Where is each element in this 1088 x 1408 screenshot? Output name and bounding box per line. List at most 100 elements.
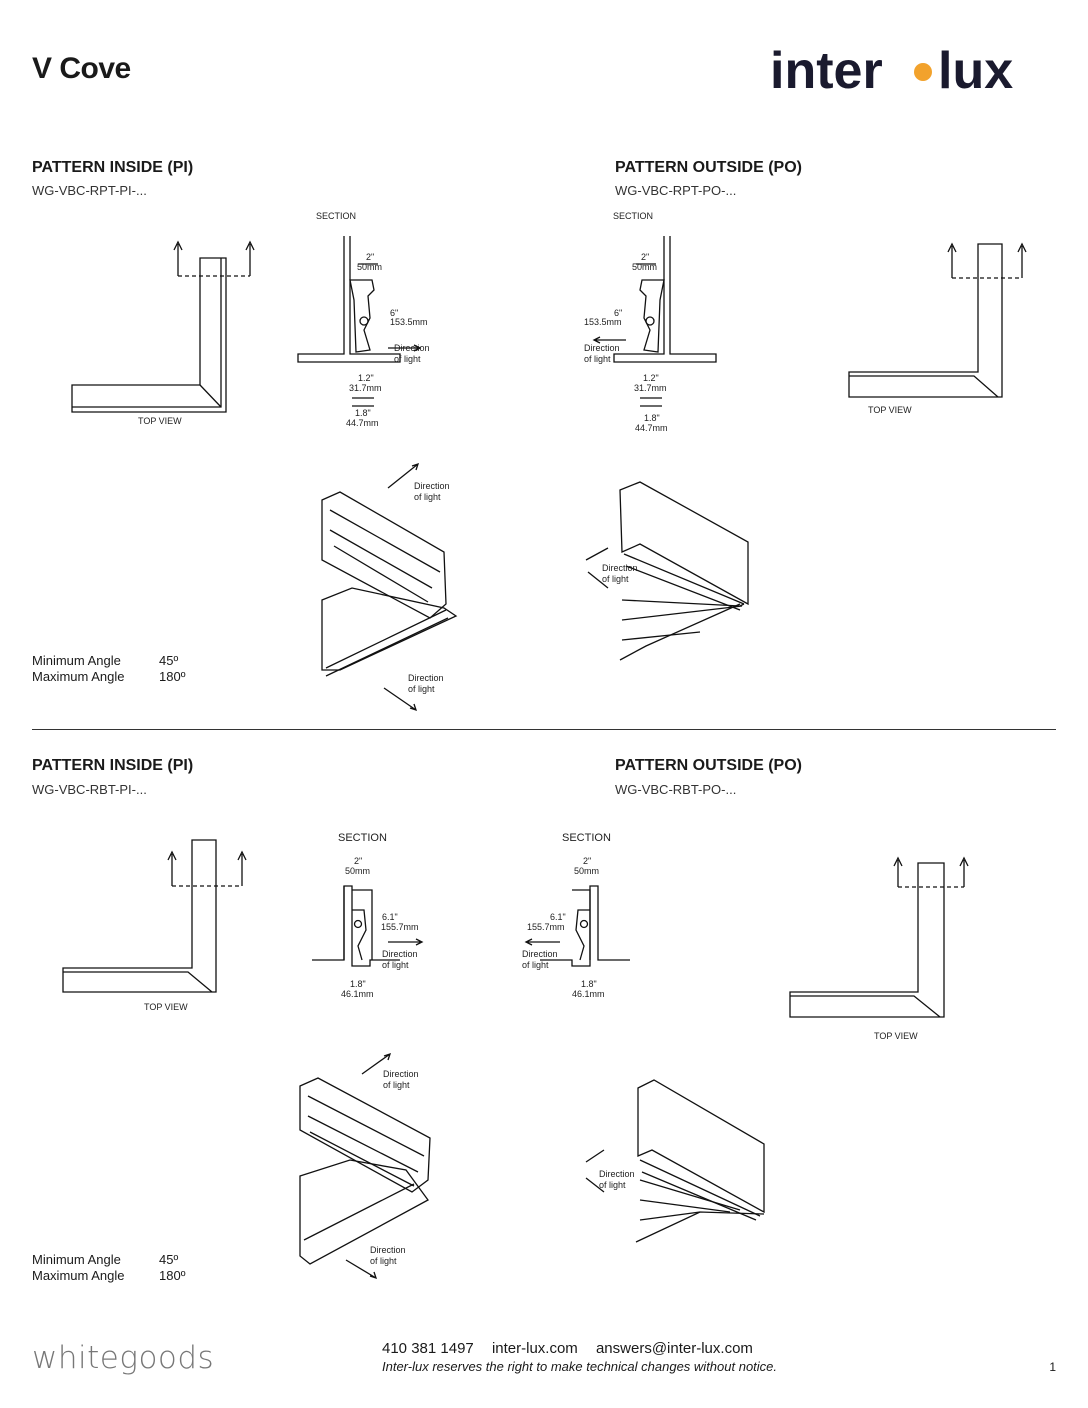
svg-text:of light: of light [408, 684, 435, 694]
section1-drawings: SECTION SECTION TOP VIEW TOP VIEW 2" 50m… [71, 211, 1027, 712]
svg-text:2": 2" [366, 252, 374, 262]
svg-text:1.8": 1.8" [355, 408, 371, 418]
section1-outside-code: WG-VBC-RPT-PO-... [615, 183, 737, 198]
top-view-po-2 [789, 856, 969, 1018]
svg-text:6.1": 6.1" [382, 912, 398, 922]
section1-inside-heading: PATTERN INSIDE (PI) [32, 159, 194, 176]
max-angle-label: Maximum Angle [32, 669, 125, 684]
svg-text:6.1": 6.1" [550, 912, 566, 922]
top-view-label: TOP VIEW [138, 416, 182, 426]
section2-outside-code: WG-VBC-RBT-PO-... [615, 782, 737, 797]
section-po-1 [592, 236, 717, 407]
svg-text:1.2": 1.2" [643, 373, 659, 383]
svg-text:of light: of light [584, 354, 611, 364]
svg-text:153.5mm: 153.5mm [390, 317, 428, 327]
section2-inside-code: WG-VBC-RBT-PI-... [32, 782, 147, 797]
svg-text:31.7mm: 31.7mm [634, 383, 667, 393]
svg-text:Direction: Direction [414, 481, 450, 491]
section-pi-1 [297, 236, 422, 407]
svg-text:TOP VIEW: TOP VIEW [874, 1031, 918, 1041]
svg-text:50mm: 50mm [574, 866, 599, 876]
svg-text:Direction: Direction [382, 949, 418, 959]
iso-po-1 [585, 481, 749, 661]
iso-po-2 [585, 1079, 765, 1243]
max-angle-label: Maximum Angle [32, 1268, 125, 1283]
footer-website[interactable]: inter-lux.com [491, 1340, 578, 1357]
min-angle-value: 45º [159, 653, 179, 668]
footer-email[interactable]: answers@inter-lux.com [595, 1340, 753, 1357]
svg-text:of light: of light [370, 1256, 397, 1266]
logo-text-left: inter [770, 42, 883, 100]
svg-text:of light: of light [383, 1080, 410, 1090]
iso-pi-2 [299, 1052, 431, 1280]
top-view-label: TOP VIEW [868, 405, 912, 415]
max-angle-value: 180º [159, 1268, 186, 1283]
svg-text:6": 6" [614, 308, 622, 318]
svg-text:2": 2" [354, 856, 362, 866]
svg-text:44.7mm: 44.7mm [635, 423, 668, 433]
svg-text:50mm: 50mm [345, 866, 370, 876]
iso-pi-1 [321, 462, 458, 712]
svg-text:1.8": 1.8" [644, 413, 660, 423]
min-angle-value: 45º [159, 1252, 179, 1267]
page-number: 1 [1049, 1360, 1056, 1374]
section1-inside-code: WG-VBC-RPT-PI-... [32, 183, 147, 198]
min-angle-label: Minimum Angle [32, 1252, 121, 1267]
top-view-pi-1 [71, 240, 255, 413]
section1-outside-heading: PATTERN OUTSIDE (PO) [615, 159, 802, 176]
section2-angles: Minimum Angle 45º Maximum Angle 180º [32, 1252, 185, 1284]
footer-phone: 410 381 1497 [382, 1340, 474, 1357]
svg-text:155.7mm: 155.7mm [381, 922, 419, 932]
svg-text:Direction: Direction [408, 673, 444, 683]
svg-text:155.7mm: 155.7mm [527, 922, 565, 932]
svg-text:TOP VIEW: TOP VIEW [144, 1002, 188, 1012]
section-rbt-po-2 [524, 885, 630, 967]
footer-contact: 410 381 1497 inter-lux.com answers@inter… [382, 1340, 767, 1357]
svg-text:Direction: Direction [522, 949, 558, 959]
svg-text:Direction: Direction [584, 343, 620, 353]
svg-text:31.7mm: 31.7mm [349, 383, 382, 393]
svg-text:Direction: Direction [599, 1169, 635, 1179]
svg-text:of light: of light [414, 492, 441, 502]
logo-text-right: lux [938, 42, 1013, 100]
section2-drawings: SECTION SECTION TOP VIEW TOP VIEW 2" 50m… [62, 832, 969, 1280]
svg-text:1.8": 1.8" [581, 979, 597, 989]
svg-text:of light: of light [602, 574, 629, 584]
top-view-pi-2 [62, 839, 247, 993]
svg-text:50mm: 50mm [357, 262, 382, 272]
svg-text:153.5mm: 153.5mm [584, 317, 622, 327]
whitegoods-brand: whitegoods [32, 1340, 215, 1376]
top-view-po-1 [848, 242, 1027, 398]
interlux-logo: inter lux [770, 42, 1013, 100]
svg-text:46.1mm: 46.1mm [572, 989, 605, 999]
min-angle-label: Minimum Angle [32, 653, 121, 668]
max-angle-value: 180º [159, 669, 186, 684]
svg-text:Direction: Direction [383, 1069, 419, 1079]
svg-text:of light: of light [394, 354, 421, 364]
section-rbt-pi-2 [312, 885, 424, 967]
section-divider [32, 729, 1056, 730]
svg-text:2": 2" [641, 252, 649, 262]
svg-text:2": 2" [583, 856, 591, 866]
svg-text:of light: of light [382, 960, 409, 970]
svg-text:Direction: Direction [394, 343, 430, 353]
svg-text:46.1mm: 46.1mm [341, 989, 374, 999]
svg-text:1.8": 1.8" [350, 979, 366, 989]
svg-text:Direction: Direction [370, 1245, 406, 1255]
section-label: SECTION [613, 211, 653, 221]
svg-text:SECTION: SECTION [562, 832, 611, 844]
svg-text:6": 6" [390, 308, 398, 318]
svg-text:of light: of light [599, 1180, 626, 1190]
svg-text:1.2": 1.2" [358, 373, 374, 383]
section2-inside-heading: PATTERN INSIDE (PI) [32, 757, 194, 774]
section1-angles: Minimum Angle 45º Maximum Angle 180º [32, 653, 185, 685]
svg-text:of light: of light [522, 960, 549, 970]
svg-text:50mm: 50mm [632, 262, 657, 272]
svg-text:SECTION: SECTION [338, 832, 387, 844]
logo-dot [914, 63, 932, 81]
svg-text:44.7mm: 44.7mm [346, 418, 379, 428]
section2-outside-heading: PATTERN OUTSIDE (PO) [615, 757, 802, 774]
footer-disclaimer: Inter-lux reserves the right to make tec… [382, 1359, 778, 1374]
section-label: SECTION [316, 211, 356, 221]
svg-text:Direction: Direction [602, 563, 638, 573]
